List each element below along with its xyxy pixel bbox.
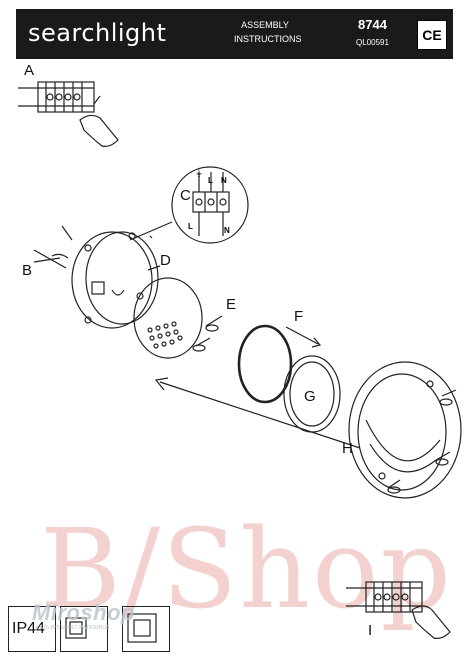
model-number: 8744: [358, 17, 387, 32]
title-line-1: ASSEMBLY: [241, 20, 289, 30]
header-bar: searchlight ASSEMBLY INSTRUCTIONS 8744 Q…: [16, 9, 453, 59]
symbol-box-2: [60, 606, 108, 652]
class-symbol-box: [65, 617, 87, 639]
step-label-b: B: [22, 262, 33, 279]
step-label-e: E: [226, 296, 237, 313]
perforated-plate-illustration: [133, 277, 203, 359]
double-insulation-symbol: [127, 613, 157, 643]
ip-rating-box: [8, 606, 56, 652]
ip-rating-text: IP44: [12, 620, 45, 637]
document-title: ASSEMBLY INSTRUCTIONS: [234, 18, 302, 46]
step-label-a: A: [24, 62, 35, 79]
gasket-ring-illustration: [237, 324, 322, 404]
step-label-h: H: [342, 440, 353, 457]
step-a-terminal-block-illustration: [18, 81, 119, 147]
step-label-f: F: [294, 308, 304, 325]
step-label-c: C: [180, 187, 191, 204]
terminal-top-n-label: N: [221, 176, 227, 185]
document-code: QL00591: [356, 38, 389, 47]
screws-illustration: [192, 315, 223, 352]
terminal-earth-label: ⏚: [195, 169, 203, 178]
miroshop-watermark-sub: СЕТЬ ИНТЕРНЕТ МАГАЗИНОВ: [36, 625, 110, 631]
terminal-top-l-label: L: [208, 176, 213, 185]
terminal-bottom-n-label: N: [224, 226, 230, 235]
step-i-terminal-block-illustration: [346, 581, 451, 639]
title-line-2: INSTRUCTIONS: [234, 34, 302, 44]
base-plate-illustration: [33, 225, 161, 329]
terminal-bottom-l-label: L: [188, 222, 193, 231]
brand-logo: searchlight: [28, 19, 167, 47]
step-label-d: D: [160, 252, 171, 269]
ce-mark: CE: [417, 20, 447, 50]
miroshop-watermark: Miroshop: [32, 600, 135, 625]
step-label-g: G: [304, 388, 316, 405]
step-label-i: I: [368, 622, 373, 639]
symbol-box-3: [122, 606, 170, 652]
step-c-terminal-zoom: [129, 166, 249, 244]
assembly-arrow: [154, 377, 361, 449]
front-bezel-illustration: [348, 361, 462, 499]
